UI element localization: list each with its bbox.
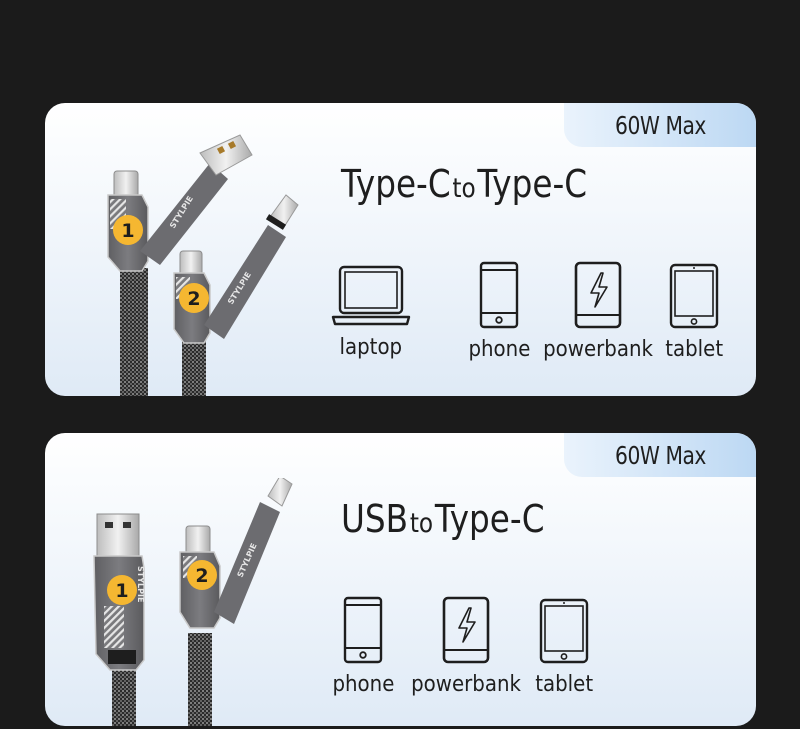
tablet-icon [669,263,719,329]
title-to: Type-C [477,162,588,206]
device-powerbank: powerbank [537,261,659,362]
device-label: phone [332,672,395,697]
device-label: laptop [339,335,403,360]
title-to: Type-C [434,497,545,541]
device-tablet: tablet [532,598,596,697]
svg-text:2: 2 [187,288,200,310]
device-phone: phone [465,261,534,362]
power-badge: 60W Max [564,103,756,147]
device-tablet: tablet [662,263,726,362]
power-badge-label: 60W Max [614,440,706,470]
title-connector: to [409,508,434,539]
card-usb-to-type-c: 60W Max STYLPIE 1 STYLPIE 2 USBto [45,433,756,726]
card-type-c-to-type-c: 60W Max STYLPIE 1 STYLPIE [45,103,756,396]
power-badge-label: 60W Max [614,110,706,140]
device-powerbank: powerbank [405,596,527,697]
powerbank-icon [442,596,490,664]
device-label: phone [468,337,531,362]
svg-text:STYLPIE: STYLPIE [136,566,145,602]
powerbank-icon [574,261,622,329]
cable-illustration: STYLPIE 1 STYLPIE 2 [107,134,299,396]
device-label: tablet [535,672,594,697]
device-laptop: laptop [331,263,411,360]
card-title: Type-CtoType-C [341,162,587,206]
power-badge: 60W Max [564,433,756,477]
plug-number-1: 1 [113,215,143,245]
phone-icon [344,596,383,664]
device-label: powerbank [543,337,654,362]
cable-illustration: STYLPIE 1 STYLPIE 2 [93,478,293,726]
laptop-icon [331,265,411,326]
svg-text:2: 2 [195,565,208,587]
plug-number-2: 2 [187,560,217,590]
device-label: powerbank [411,672,522,697]
device-phone: phone [329,596,398,697]
svg-text:1: 1 [115,580,128,602]
title-connector: to [452,173,476,204]
tablet-icon [539,598,589,664]
plug-number-2: 2 [179,283,209,313]
title-from: USB [341,497,409,541]
svg-text:1: 1 [121,220,134,242]
card-title: USBtoType-C [341,497,545,541]
device-label: tablet [665,337,724,362]
plug-number-1: 1 [107,575,137,605]
title-from: Type-C [341,162,451,206]
phone-icon [480,261,519,329]
